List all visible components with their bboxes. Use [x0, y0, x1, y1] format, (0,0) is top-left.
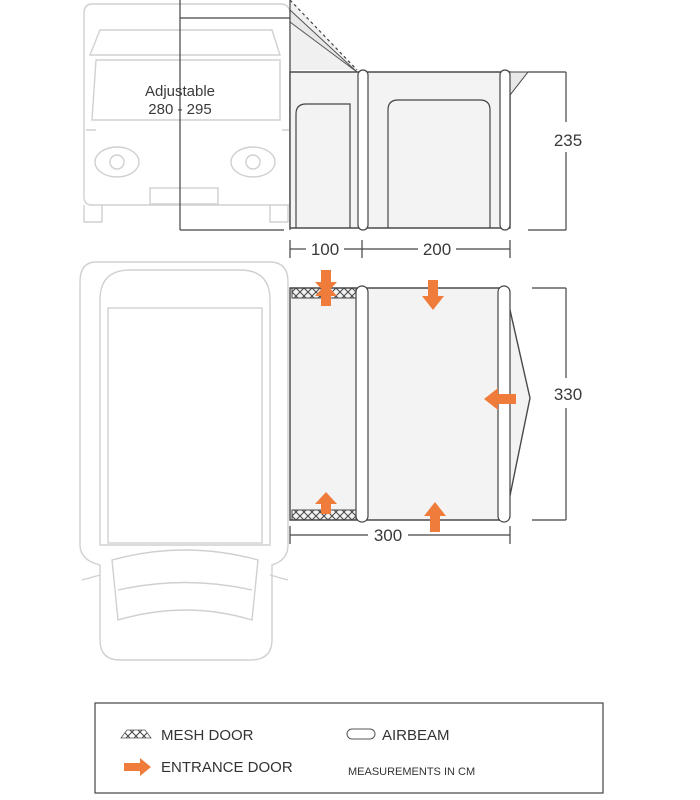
mesh-door-icon — [120, 729, 152, 739]
depth-dimension: 330 — [532, 287, 582, 521]
main-width-label: 200 — [423, 240, 451, 259]
legend-mesh-door: MESH DOOR — [120, 727, 254, 744]
legend-entrance-door-label: ENTRANCE DOOR — [161, 759, 293, 776]
adjustable-label: Adjustable — [145, 83, 215, 100]
height-dimension: 235 — [528, 71, 582, 231]
entrance-arrow-icon — [315, 492, 337, 514]
depth-label: 330 — [554, 385, 582, 404]
van-top-outline — [79, 261, 289, 661]
entrance-arrow-icon — [484, 388, 516, 410]
legend-airbeam-label: AIRBEAM — [382, 727, 450, 744]
legend: MESH DOOR ENTRANCE DOOR AIRBEAM MEASUREM… — [94, 702, 604, 794]
legend-measurements-note: MEASUREMENTS IN CM — [348, 766, 475, 778]
entrance-arrow-icon — [124, 758, 151, 776]
front-width-label: 100 — [311, 240, 339, 259]
total-width-dimension: 300 — [289, 526, 511, 545]
entrance-arrow-icon — [422, 280, 444, 310]
side-door-main — [387, 99, 491, 228]
side-view: Adjustable 280 - 295 — [83, 0, 582, 259]
airbeam-plan-front — [355, 285, 369, 523]
legend-airbeam: AIRBEAM — [346, 727, 450, 744]
awning-side-body — [289, 69, 530, 231]
entrance-arrow-icon — [424, 502, 446, 532]
adjustable-range: 280 - 295 — [148, 101, 211, 118]
legend-box — [94, 702, 604, 794]
side-door-left — [295, 103, 351, 228]
adjustable-height-indicator: Adjustable 280 - 295 — [145, 0, 290, 231]
legend-mesh-door-label: MESH DOOR — [161, 727, 254, 744]
entrance-arrow-icon — [315, 270, 337, 306]
entrance-arrows — [315, 270, 516, 532]
airbeam-left — [357, 69, 369, 231]
airbeam-right — [499, 69, 511, 231]
airbeam-icon — [346, 728, 376, 740]
legend-entrance-door: ENTRANCE DOOR — [124, 758, 293, 776]
side-width-dimensions: 100 200 — [289, 240, 511, 259]
height-label: 235 — [554, 131, 582, 150]
plan-view: 330 300 — [79, 261, 582, 661]
total-width-label: 300 — [374, 526, 402, 545]
